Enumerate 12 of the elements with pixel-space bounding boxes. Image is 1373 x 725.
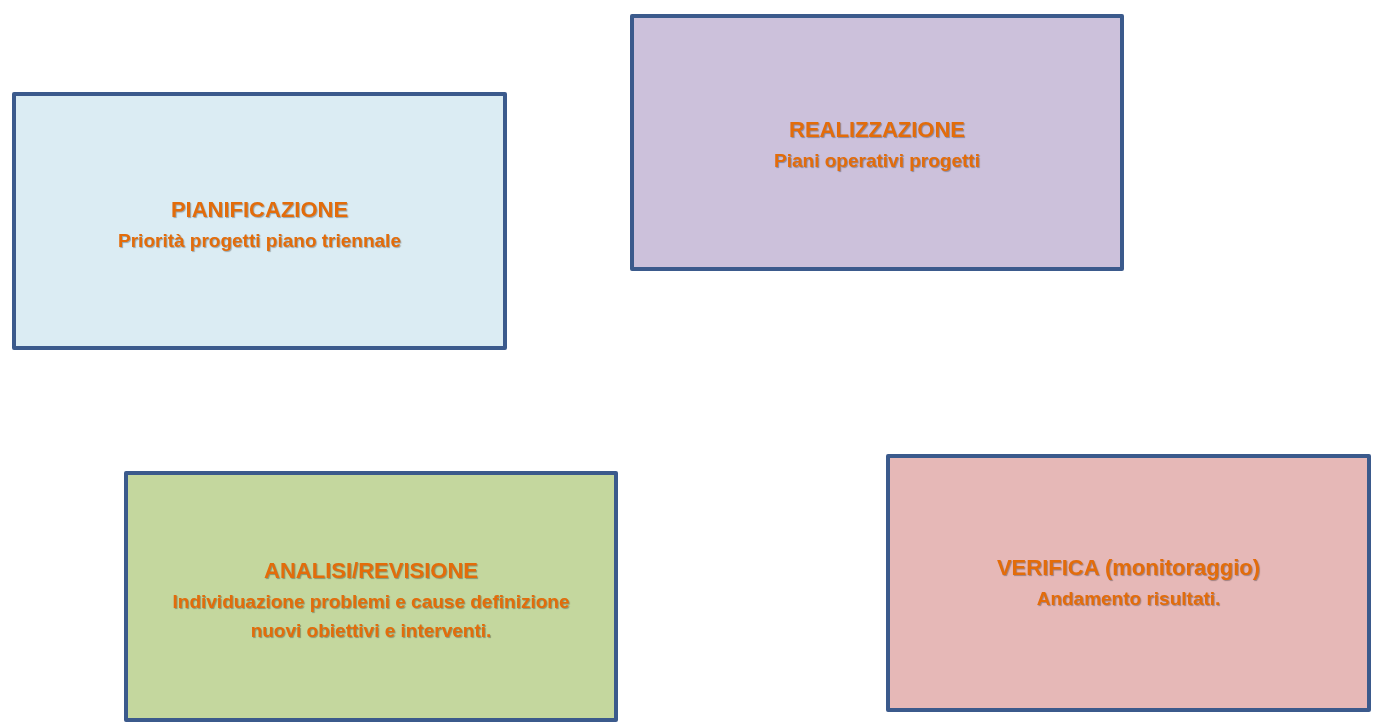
- box-description: Individuazione problemi e cause definizione nuovi obiettivi e interventi.: [171, 589, 571, 644]
- box-description: Andamento risultati.: [1036, 586, 1221, 611]
- box-title: VERIFICA (monitoraggio): [996, 554, 1261, 582]
- box-title: PIANIFICAZIONE: [170, 196, 349, 224]
- box-description: Piani operativi progetti: [774, 148, 980, 173]
- box-title: ANALISI/REVISIONE: [264, 557, 478, 585]
- process-box: [124, 471, 618, 722]
- process-box: [630, 14, 1124, 271]
- box-title: REALIZZAZIONE: [789, 116, 965, 144]
- process-box: [12, 92, 507, 350]
- process-box: [886, 454, 1371, 712]
- box-description: Priorità progetti piano triennale: [118, 228, 401, 253]
